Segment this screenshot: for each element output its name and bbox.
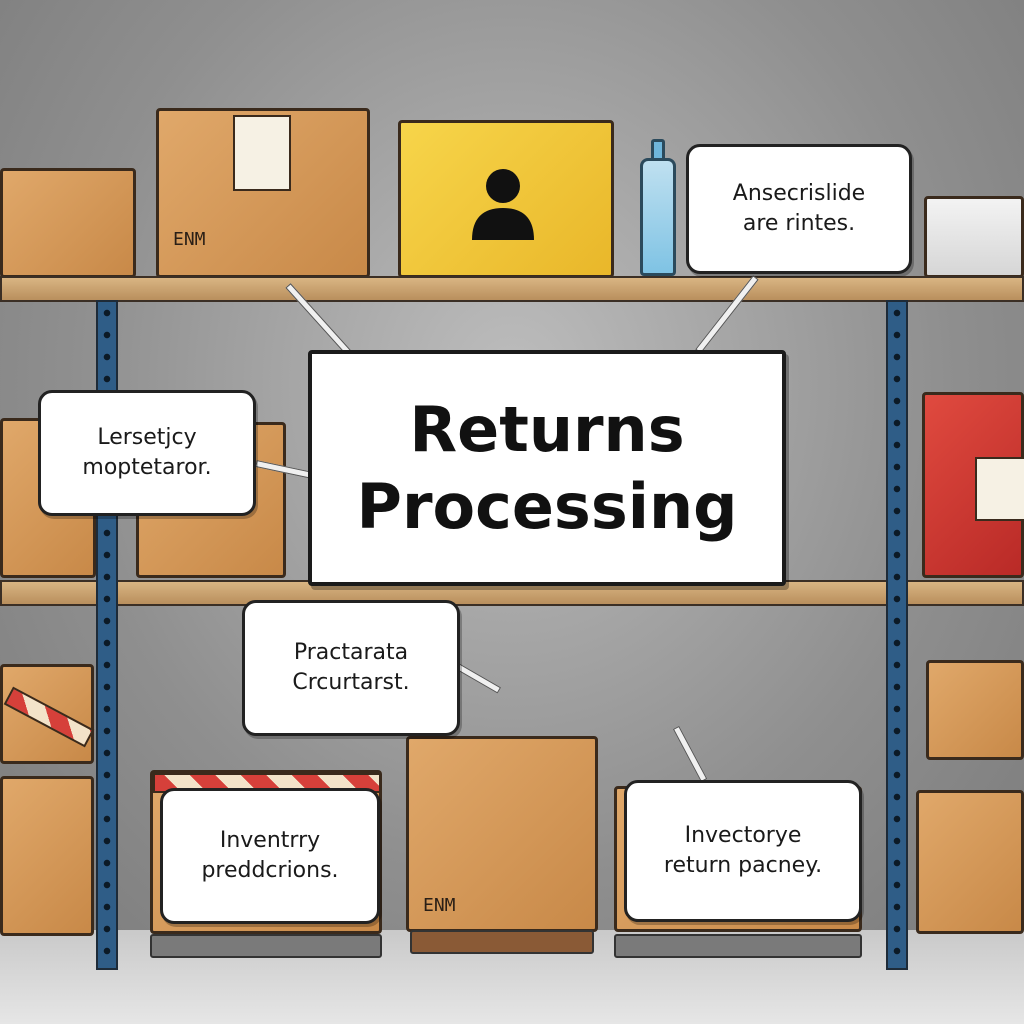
- box-bottom-far-right-b: [916, 790, 1024, 934]
- box-bottom-center: ENM: [406, 736, 598, 932]
- note-line: are rintes.: [742, 211, 856, 236]
- box-mark: ENM: [173, 229, 206, 250]
- person-icon: [472, 169, 534, 240]
- box-top-labeled: ENM: [156, 108, 370, 278]
- box-mid-right-red: [922, 392, 1024, 578]
- box-bottom-far-right-a: [926, 660, 1024, 760]
- pallet-center: [410, 930, 594, 954]
- box-bottom-left-a: [0, 664, 95, 764]
- pallet-right: [614, 934, 862, 958]
- box-label: [975, 457, 1024, 521]
- box-top-left: [0, 168, 136, 278]
- note-line: preddcrions.: [201, 858, 339, 883]
- rack-upright-right: [886, 300, 908, 970]
- note-line: Lersetjcy: [97, 425, 197, 451]
- returns-processing-sign: Returns Processing: [308, 350, 786, 586]
- bottle: [640, 139, 676, 276]
- note-line: Crcurtarst.: [292, 670, 410, 695]
- note-left: Lersetjcy moptetaror.: [38, 390, 256, 516]
- note-line: Ansecrislide: [732, 181, 866, 207]
- note-line: return pacney.: [663, 853, 823, 878]
- box-bottom-left-b: [0, 776, 94, 936]
- note-bottom-left: Inventrry preddcrions.: [160, 788, 380, 924]
- pallet-left: [150, 934, 382, 958]
- note-line: Inventrry: [219, 828, 321, 854]
- note-line: Practarata: [293, 640, 409, 666]
- box-stripe: [3, 686, 95, 748]
- note-middle: Practarata Crcurtarst.: [242, 600, 460, 736]
- note-line: moptetaror.: [82, 455, 212, 480]
- sign-title-line2: Processing: [356, 470, 738, 543]
- note-line: Invectorye: [684, 823, 802, 849]
- sign-title-line1: Returns: [409, 392, 685, 466]
- box-tape: [233, 115, 291, 191]
- note-bottom-right: Invectorye return pacney.: [624, 780, 862, 922]
- box-top-right-white: [924, 196, 1024, 278]
- shelf-top: [0, 276, 1024, 302]
- note-top-right: Ansecrislide are rintes.: [686, 144, 912, 274]
- box-mark: ENM: [423, 895, 456, 916]
